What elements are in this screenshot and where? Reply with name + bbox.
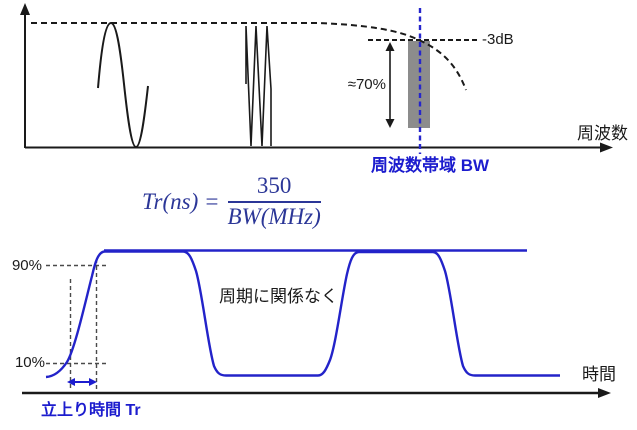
low-frequency-sine [97, 21, 149, 149]
formula-numerator: 350 [227, 173, 321, 203]
time-axis-label: 時間 [582, 365, 616, 384]
rolloff-envelope-curve [31, 22, 467, 91]
seventy-percent-label: ≈70% [347, 76, 386, 93]
bandwidth-label: 周波数帯域 BW [371, 156, 490, 175]
frequency-axis-arrow-icon [600, 142, 613, 153]
risetime-label: 立上り時間 Tr [41, 402, 141, 419]
formula-lhs: Tr(ns) = [142, 188, 220, 214]
pulse-waveform [45, 250, 560, 379]
p90-label: 90% [11, 257, 42, 274]
risetime-arrow-right-icon [89, 378, 97, 386]
high-frequency-burst [245, 25, 272, 147]
minus3db-label: -3dB [482, 31, 514, 48]
risetime-arrow-left-icon [67, 378, 75, 386]
period-note-label: 周期に関係なく [219, 287, 338, 306]
formula-fraction: 350 BW(MHz) [227, 173, 321, 230]
risetime-formula: Tr(ns) = 350 BW(MHz) [142, 173, 321, 230]
p10-label: 10% [14, 354, 45, 371]
time-chart [22, 249, 611, 398]
amplitude-axis-arrow-icon [20, 3, 30, 15]
seventy-percent-arrow-down-icon [385, 119, 395, 128]
frequency-axis-label: 周波数 [577, 124, 628, 143]
formula-denominator: BW(MHz) [227, 204, 321, 229]
seventy-percent-arrow-up-icon [385, 42, 395, 51]
time-axis-arrow-icon [598, 388, 611, 398]
frequency-chart [20, 3, 613, 154]
